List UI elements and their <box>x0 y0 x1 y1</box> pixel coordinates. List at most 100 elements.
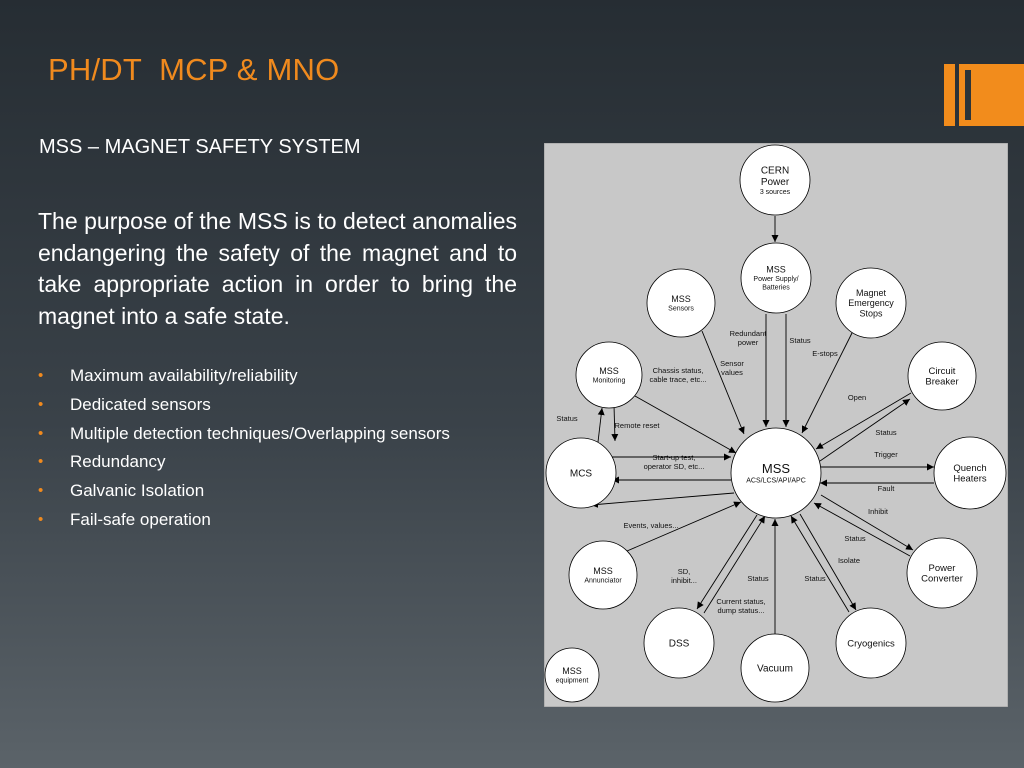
edge-label-text: Status <box>875 428 897 437</box>
diagram-arrow <box>799 513 857 611</box>
edge-label: E-stops <box>812 349 838 358</box>
node-label: Breaker <box>925 377 958 388</box>
bullet-icon: • <box>38 395 44 413</box>
bullet-icon: • <box>38 424 44 442</box>
edge-label-text: Isolate <box>838 556 860 565</box>
node-label: MSS <box>599 366 619 376</box>
node-label: Emergency <box>848 298 894 308</box>
diagram-arrow <box>634 395 737 454</box>
edge-label: Trigger <box>874 450 898 459</box>
edge-label: Events, values... <box>623 521 678 530</box>
edge-label-text: Inhibit <box>868 507 889 516</box>
node-circle <box>835 607 907 679</box>
node-label: MSS <box>766 265 786 275</box>
diagram-arrow <box>597 407 605 443</box>
slide-title: PH/DT MCP & MNO <box>48 52 340 87</box>
node-label: MSS <box>671 294 691 304</box>
edge-label-text: dump status... <box>717 606 764 615</box>
edge-label: Remote reset <box>614 421 660 430</box>
edge-label-text: Events, values... <box>623 521 678 530</box>
edge-label: Chassis status,cable trace, etc... <box>649 366 706 384</box>
edge-label: Inhibit <box>868 507 889 516</box>
node-circle <box>646 268 716 338</box>
bullet-item: •Fail-safe operation <box>38 509 211 529</box>
bullet-item: •Dedicated sensors <box>38 394 211 414</box>
edge-label-text: Status <box>844 534 866 543</box>
node-cryogenics: Cryogenics <box>835 607 907 679</box>
bullet-icon: • <box>38 453 44 471</box>
node-label: Power <box>929 563 956 574</box>
node-label: Circuit <box>929 366 956 377</box>
node-label: Power <box>761 177 790 188</box>
diagram-arrow <box>590 492 735 508</box>
edge-label-text: SD, <box>678 567 691 576</box>
edge-label-text: inhibit... <box>671 576 697 585</box>
node-circle <box>575 341 643 409</box>
edge-label-text: E-stops <box>812 349 838 358</box>
node-dss: DSS <box>643 607 715 679</box>
node-label: Stops <box>859 308 883 318</box>
edge-label-text: power <box>738 338 759 347</box>
edge-label: Fault <box>878 484 896 493</box>
node-circle <box>643 607 715 679</box>
logo-bar-left <box>944 64 955 126</box>
diagram-arrow <box>815 392 912 450</box>
node-circle <box>740 242 812 314</box>
node-circle <box>730 427 822 519</box>
node-label: Heaters <box>953 474 987 485</box>
node-circle <box>835 267 907 339</box>
bullet-item: •Galvanic Isolation <box>38 481 205 501</box>
node-label: CERN <box>761 165 789 176</box>
logo-bar-right <box>959 64 1024 126</box>
bullet-item: •Redundancy <box>38 452 166 472</box>
edge-label: Status <box>789 336 811 345</box>
node-circle <box>568 540 638 610</box>
edge-label: Current status,dump status... <box>716 597 765 615</box>
node-label: MCS <box>570 468 593 479</box>
slide-subtitle: MSS – MAGNET SAFETY SYSTEM <box>39 136 361 158</box>
node-sublabel: Batteries <box>762 285 790 292</box>
edge-label-text: Trigger <box>874 450 898 459</box>
edge-label-text: Redundant <box>730 329 768 338</box>
diagram-arrow <box>703 515 766 614</box>
edge-label-text: Sensor <box>720 359 744 368</box>
edge-label-text: Start-up test, <box>653 453 696 462</box>
node-circle <box>739 144 811 216</box>
node-sublabel: Power Supply/ <box>753 276 798 283</box>
node-circle <box>933 436 1007 510</box>
diagram-arrow <box>611 404 619 442</box>
edge-label-text: cable trace, etc... <box>649 375 706 384</box>
diagram-arrow <box>696 514 758 610</box>
edge-label-text: Fault <box>878 484 896 493</box>
diagram-arrow <box>819 398 911 462</box>
node-mcs: MCS <box>545 437 617 509</box>
diagram-arrow <box>801 330 854 434</box>
bullet-icon: • <box>38 367 44 384</box>
bullet-item: •Maximum availability/reliability <box>38 366 298 385</box>
edge-label-text: Open <box>848 393 866 402</box>
edge-label-text: values <box>721 368 743 377</box>
node-circle <box>906 537 978 609</box>
node-circle <box>740 633 810 703</box>
diagram-arrow <box>813 502 911 557</box>
diagram-arrow <box>626 501 742 552</box>
edge-label-text: Chassis status, <box>653 366 704 375</box>
edge-label: SD,inhibit... <box>671 567 697 585</box>
edge-label: Status <box>747 574 769 583</box>
node-label: MSS <box>762 461 791 476</box>
node-sublabel: Annunciator <box>584 577 622 584</box>
edge-label-text: Status <box>789 336 811 345</box>
diagram-arrow <box>820 494 914 551</box>
node-sublabel: Sensors <box>668 305 694 312</box>
edge-label: Status <box>556 414 578 423</box>
